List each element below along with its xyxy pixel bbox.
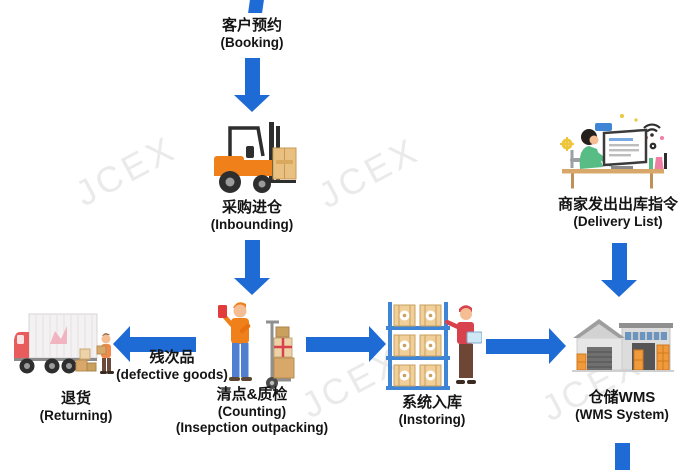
arrow-stub-bottom [615, 443, 630, 470]
inbounding-label: 采购进仓 (Inbounding) [152, 199, 352, 233]
instoring-label-zh: 系统入库 [401, 394, 462, 411]
arrow-down-booking-to-inbounding [234, 58, 270, 112]
warehouse-icon [572, 312, 674, 374]
delivery-list-label: 商家发出出库指令 (Delivery List) [518, 196, 700, 230]
merchant-desk-icon [558, 108, 670, 190]
wms-system-label-en: (WMS System) [575, 406, 669, 422]
arrow-down-inbounding-to-counting [234, 240, 270, 295]
inbounding-label-zh: 采购进仓 [221, 199, 282, 216]
truck-loading-icon [12, 304, 122, 388]
counting-label-zh: 清点&质检 [216, 386, 288, 403]
delivery-list-label-zh: 商家发出出库指令 [557, 196, 678, 213]
booking-label-zh: 客户预约 [221, 17, 282, 34]
worker-handtruck-icon [216, 296, 296, 391]
arrow-right-instoring-to-wms [486, 328, 566, 364]
counting-label-en: (Counting) [217, 403, 287, 419]
wms-system-label: 仓储WMS (WMS System) [542, 389, 700, 423]
instoring-label: 系统入库 (Instoring) [352, 394, 512, 428]
defective-goods-label-zh: 残次品 [149, 349, 195, 366]
returning-label-en: (Returning) [39, 407, 113, 423]
counting-label: 清点&质检 (Counting) (Insepction outpacking) [132, 386, 372, 436]
inbounding-label-en: (Inbounding) [210, 216, 294, 232]
arrow-stub-top [248, 0, 264, 13]
wms-system-label-zh: 仓储WMS [588, 389, 656, 406]
arrow-left-counting-to-returning [113, 326, 196, 362]
forklift-icon [206, 116, 298, 198]
booking-label-en: (Booking) [220, 34, 284, 50]
instoring-label-en: (Instoring) [398, 411, 466, 427]
arrow-right-counting-to-instoring [306, 326, 386, 362]
booking-label: 客户预约 (Booking) [152, 17, 352, 51]
pallet-shelf-icon [386, 296, 482, 390]
arrow-down-delivery-to-wms [601, 243, 637, 297]
defective-goods-label-en: (defective goods) [116, 366, 228, 382]
counting-label-en2: (Insepction outpacking) [175, 419, 329, 435]
returning-label-zh: 退货 [60, 390, 91, 407]
defective-goods-label: 残次品 (defective goods) [92, 349, 252, 383]
returning-label: 退货 (Returning) [0, 390, 152, 424]
delivery-list-label-en: (Delivery List) [573, 213, 663, 229]
